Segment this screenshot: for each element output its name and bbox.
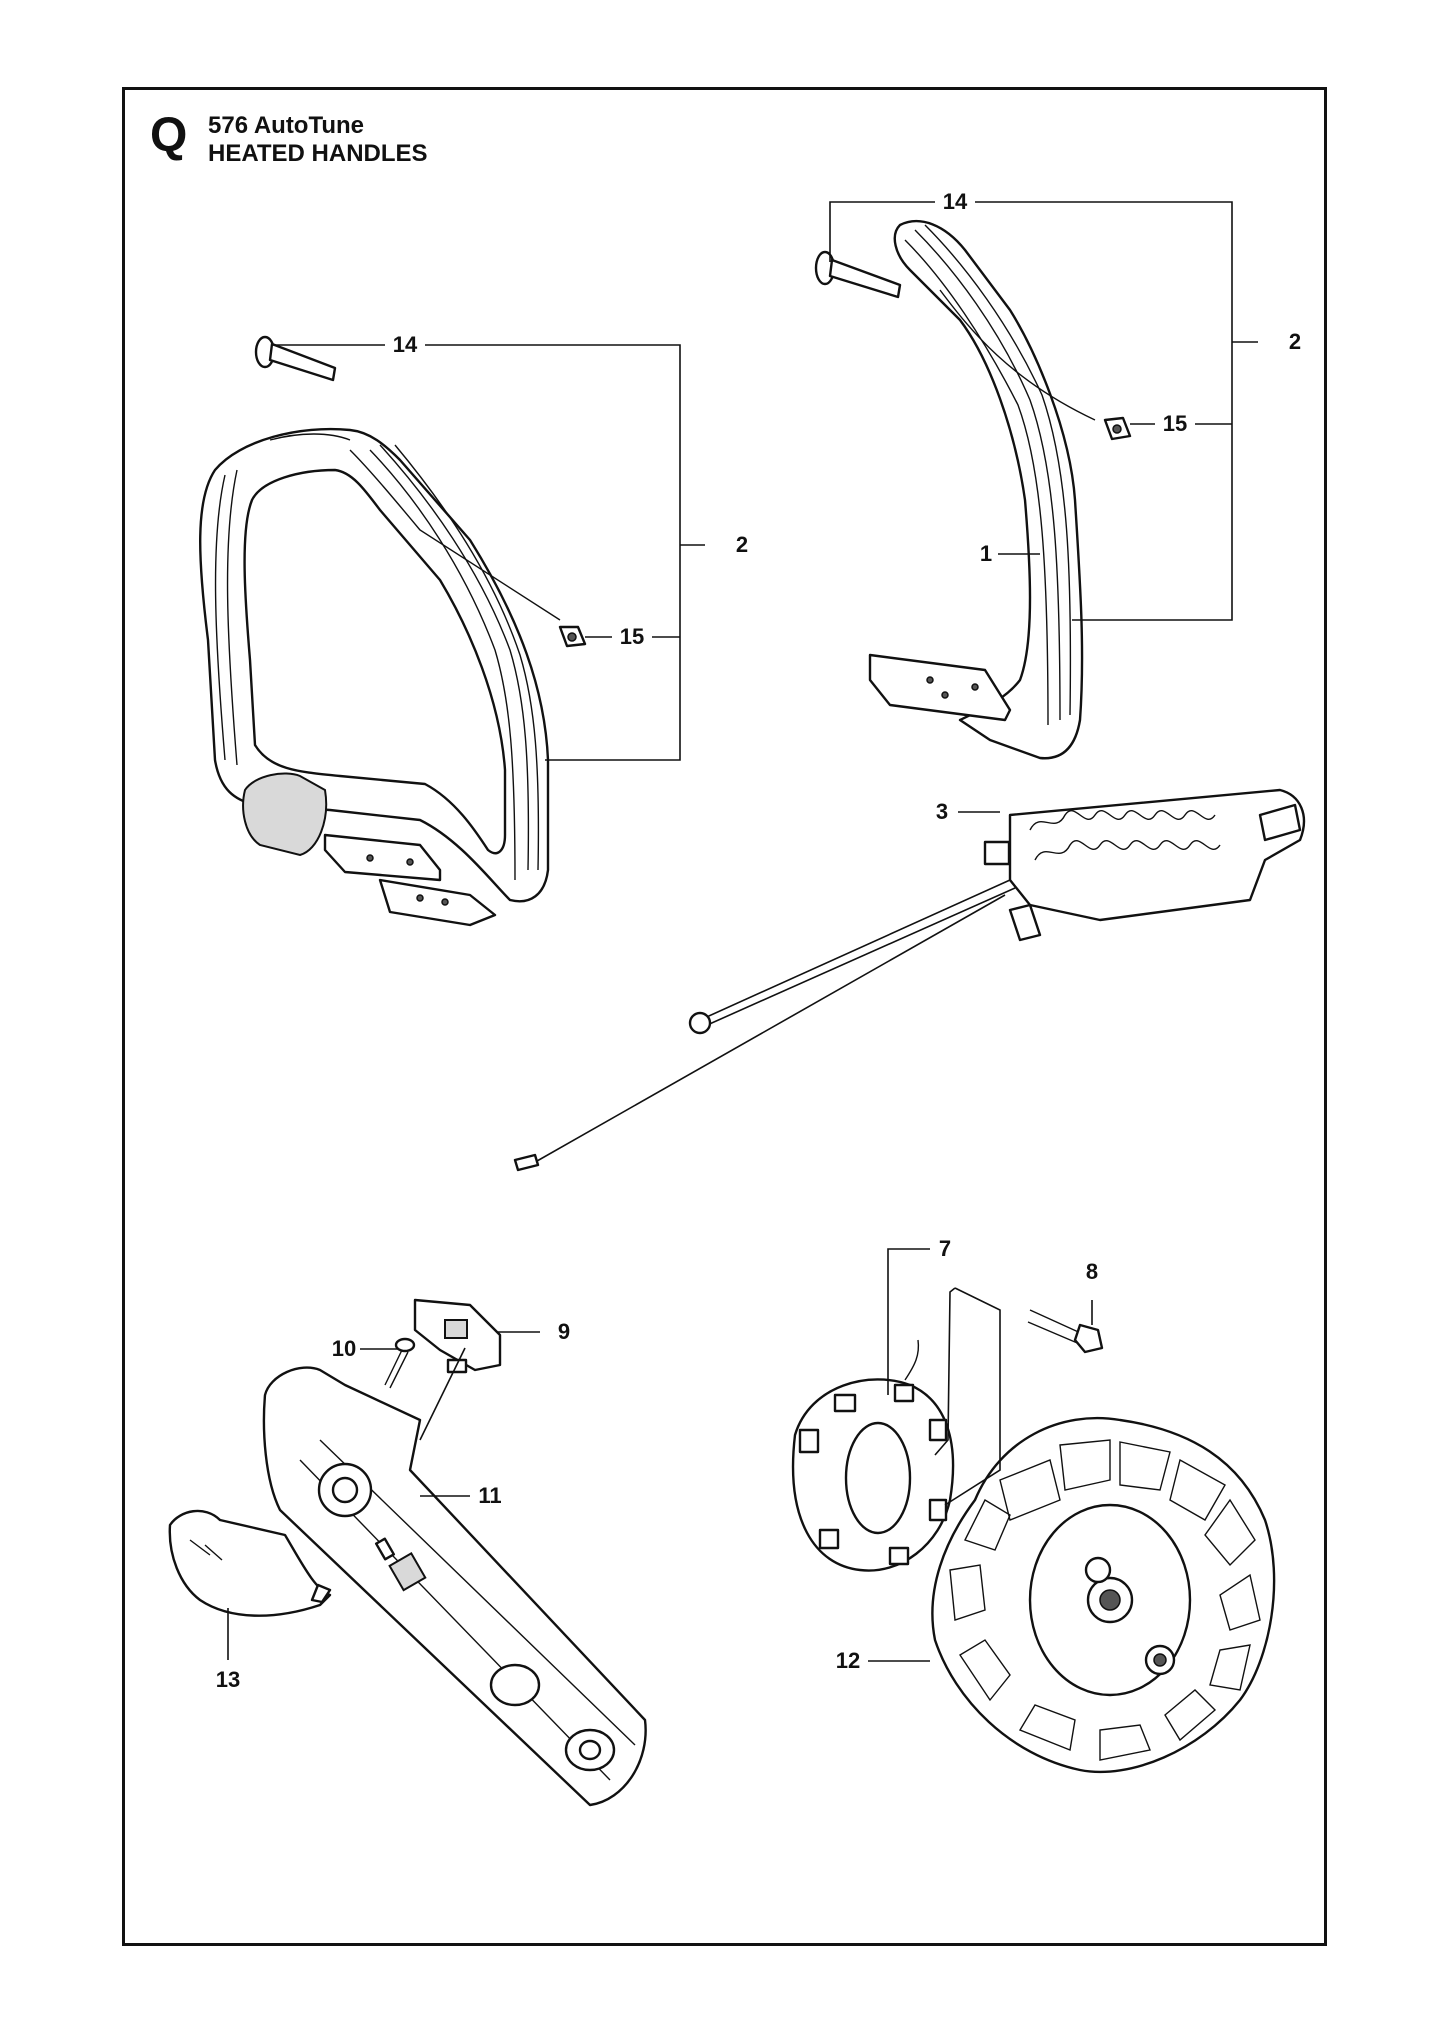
callout-1: 1 [979, 541, 993, 566]
rear-handle-right [868, 220, 1096, 760]
callout-7: 7 [938, 1236, 952, 1261]
callout-3: 3 [935, 799, 949, 824]
heating-element [513, 788, 1306, 1172]
front-handle-left [199, 427, 561, 927]
section-letter: Q [150, 109, 188, 162]
callout-13: 13 [215, 1667, 241, 1692]
callout-2-right: 2 [1288, 329, 1302, 354]
screw-8 [1027, 1309, 1104, 1354]
bolt-right [814, 250, 902, 299]
nut-right [1103, 416, 1132, 441]
callout-2-left: 2 [735, 532, 749, 557]
diagram-frame [122, 87, 1327, 1946]
diagram-title: HEATED HANDLES [208, 140, 428, 167]
handle-housing [262, 1366, 647, 1807]
callout-11: 11 [478, 1483, 502, 1508]
callout-12: 12 [835, 1648, 861, 1673]
screw-10 [384, 1337, 416, 1389]
handle-cover [168, 1509, 332, 1617]
callout-15-left: 15 [619, 624, 645, 649]
callout-14-left: 14 [392, 332, 418, 357]
switch [413, 1298, 502, 1374]
callout-15-right: 15 [1162, 411, 1188, 436]
flywheel [931, 1416, 1276, 1774]
callout-9: 9 [557, 1319, 571, 1344]
callout-8: 8 [1085, 1259, 1099, 1284]
bolt-left [254, 335, 337, 382]
model-name: 576 AutoTune [208, 112, 365, 139]
generator-coil [791, 1339, 955, 1572]
callout-14-right: 14 [942, 189, 968, 214]
leader-lines [227, 201, 1258, 1662]
nut-left [558, 625, 587, 648]
callout-10: 10 [331, 1336, 357, 1361]
